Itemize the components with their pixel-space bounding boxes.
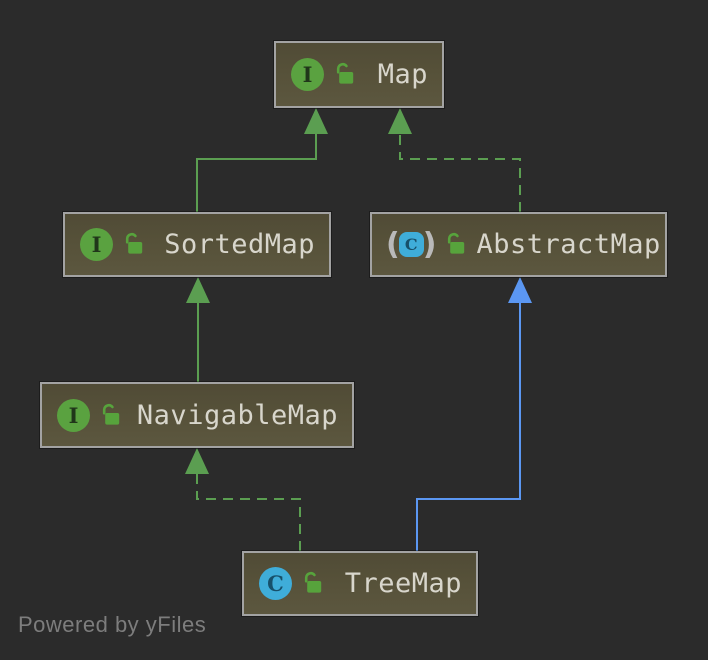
node-abstract-map[interactable]: (C) AbstractMap [370, 212, 667, 277]
abstract-class-icon: (C) [386, 226, 437, 262]
unlocked-icon [304, 571, 322, 593]
node-label: Map [377, 59, 428, 90]
paren-right: ) [422, 226, 437, 262]
paren-left: ( [386, 226, 400, 262]
node-label: NavigableMap [136, 399, 338, 431]
edge-treemap-to-abstractmap[interactable] [416, 277, 532, 551]
node-sorted-map[interactable]: I SortedMap [63, 212, 331, 277]
node-label: TreeMap [344, 568, 462, 599]
arrowhead [508, 277, 532, 303]
node-navigable-map[interactable]: I NavigableMap [40, 382, 354, 448]
arrowhead [185, 448, 209, 474]
unlocked-icon [448, 232, 465, 254]
edge-sortedmap-to-map[interactable] [196, 108, 328, 212]
node-label: SortedMap [164, 229, 315, 260]
edge-abstractmap-to-map[interactable] [388, 108, 521, 212]
class-icon: C [259, 567, 292, 600]
unlocked-icon [336, 62, 354, 84]
arrowhead [186, 277, 210, 303]
interface-icon: I [291, 58, 324, 91]
powered-by-yfiles-label: Powered by yFiles [18, 612, 207, 637]
edge-navigablemap-to-sortedmap[interactable] [186, 277, 210, 382]
arrowhead [304, 108, 328, 134]
unlocked-icon [125, 232, 143, 254]
node-tree-map[interactable]: C TreeMap [242, 551, 478, 616]
node-label: AbstractMap [476, 229, 661, 260]
interface-icon: I [57, 398, 90, 432]
interface-icon: I [80, 228, 113, 261]
arrowhead [388, 108, 412, 134]
unlocked-icon [102, 403, 120, 425]
node-map[interactable]: I Map [274, 41, 444, 108]
edge-treemap-to-navigablemap[interactable] [185, 448, 301, 551]
